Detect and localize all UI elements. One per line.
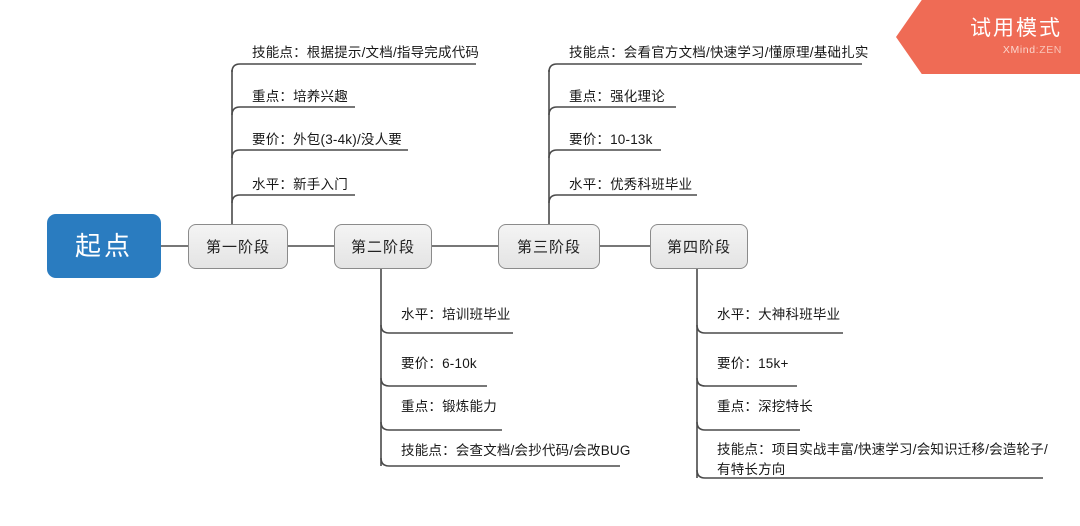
branch-stage2-1: [380, 324, 513, 334]
branch-stage4-2: [696, 377, 797, 387]
stage-node-2[interactable]: 第二阶段: [334, 224, 432, 269]
xmind-separator: :: [1035, 44, 1040, 57]
leaf-stage3-focus[interactable]: 重点：强化理论: [569, 89, 665, 104]
leaf-stage1-focus[interactable]: 重点：培养兴趣: [252, 89, 348, 104]
leaf-stage3-salary[interactable]: 要价：10-13k: [569, 132, 653, 147]
leaf-stage2-focus[interactable]: 重点：锻炼能力: [401, 399, 497, 414]
stage-node-1-label: 第一阶段: [205, 239, 270, 256]
stage-node-4-label: 第四阶段: [666, 239, 731, 256]
stage-node-3-label: 第三阶段: [516, 239, 581, 256]
xmind-brand-name: XMind: [1002, 44, 1036, 57]
stage-node-1[interactable]: 第一阶段: [188, 224, 288, 269]
root-node-label: 起点: [74, 231, 133, 261]
branch-stage3-4: [548, 194, 697, 204]
branch-stage1-4: [231, 194, 355, 204]
stage-node-2-label: 第二阶段: [350, 239, 415, 256]
branch-stage3-3: [548, 149, 661, 159]
root-node[interactable]: 起点: [47, 214, 161, 278]
leaf-stage2-skills[interactable]: 技能点：会查文档/会抄代码/会改BUG: [401, 443, 631, 458]
leaf-stage4-level[interactable]: 水平：大神科班毕业: [717, 307, 841, 322]
branch-stage4-3: [696, 421, 800, 431]
branch-stage1-3: [231, 149, 408, 159]
leaf-stage4-skills[interactable]: 技能点：项目实战丰富/快速学习/会知识迁移/会造轮子/ 有特长方向: [717, 442, 1048, 477]
leaf-stage2-salary[interactable]: 要价：6-10k: [401, 356, 477, 371]
xmind-product-label: XMind:ZEN: [1003, 44, 1062, 56]
leaf-stage1-level[interactable]: 水平：新手入门: [252, 177, 348, 192]
trial-mode-badge[interactable]: 试用模式 XMind:ZEN: [896, 0, 1080, 74]
branch-stage3-1: [548, 63, 862, 73]
leaf-stage1-skills[interactable]: 技能点：根据提示/文档/指导完成代码: [252, 45, 480, 60]
leaf-stage2-level[interactable]: 水平：培训班毕业: [401, 307, 511, 322]
leaf-stage1-salary[interactable]: 要价：外包(3-4k)/没人要: [252, 132, 403, 147]
branch-stage2-2: [380, 377, 487, 387]
branch-stage3-2: [548, 106, 676, 116]
leaf-stage4-salary[interactable]: 要价：15k+: [717, 356, 789, 371]
xmind-edition-name: ZEN: [1039, 44, 1062, 57]
branch-stage1-2: [231, 106, 355, 116]
branch-stage4-1: [696, 324, 843, 334]
stage-node-4[interactable]: 第四阶段: [650, 224, 748, 269]
trial-mode-title: 试用模式: [970, 16, 1062, 40]
leaf-stage3-level[interactable]: 水平：优秀科班毕业: [569, 177, 693, 192]
branch-stage2-3: [380, 421, 502, 431]
branch-stage1-1: [231, 63, 476, 73]
leaf-stage3-skills[interactable]: 技能点：会看官方文档/快速学习/懂原理/基础扎实: [569, 45, 869, 60]
leaf-stage4-focus[interactable]: 重点：深挖特长: [717, 399, 813, 414]
stage-node-3[interactable]: 第三阶段: [498, 224, 600, 269]
